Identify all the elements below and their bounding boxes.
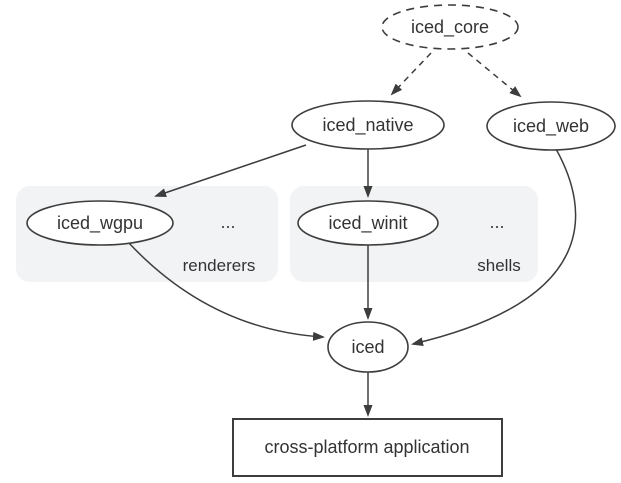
iced-web-ellipse xyxy=(486,101,616,151)
edge-iced_native-to-iced_wgpu xyxy=(154,144,307,198)
shells-ellipsis: ... xyxy=(489,212,504,232)
renderers-group-label: renderers xyxy=(183,256,256,275)
node-iced: iced xyxy=(327,321,409,373)
iced-core-ellipse xyxy=(381,4,519,50)
shells-group-label: shells xyxy=(477,256,520,275)
node-iced-winit: iced_winit xyxy=(297,200,439,246)
node-iced-core: iced_core xyxy=(381,4,519,50)
edge-iced_wgpu-to-iced xyxy=(127,241,325,341)
iced-wgpu-ellipse xyxy=(26,200,174,246)
iced-ellipse xyxy=(327,321,409,373)
node-cross-platform-application: cross-platform application xyxy=(232,418,503,477)
iced-native-label: iced_native xyxy=(322,115,413,136)
node-iced-web: iced_web xyxy=(486,101,616,151)
iced-label: iced xyxy=(351,337,384,357)
iced-native-ellipse xyxy=(291,100,445,150)
application-box xyxy=(232,418,503,477)
iced-winit-label: iced_winit xyxy=(328,213,407,234)
iced-core-label: iced_core xyxy=(411,17,489,38)
iced-wgpu-label: iced_wgpu xyxy=(57,213,143,234)
node-iced-native: iced_native xyxy=(291,100,445,150)
application-label: cross-platform application xyxy=(264,437,469,457)
renderers-ellipsis: ... xyxy=(220,212,235,232)
edge-iced_core-to-iced_web xyxy=(467,52,522,98)
edge-iced_core-to-iced_native xyxy=(390,52,432,96)
node-iced-wgpu: iced_wgpu xyxy=(26,200,174,246)
iced-winit-ellipse xyxy=(297,200,439,246)
edge-iced_web-to-iced xyxy=(411,148,577,347)
iced-web-label: iced_web xyxy=(513,116,589,137)
